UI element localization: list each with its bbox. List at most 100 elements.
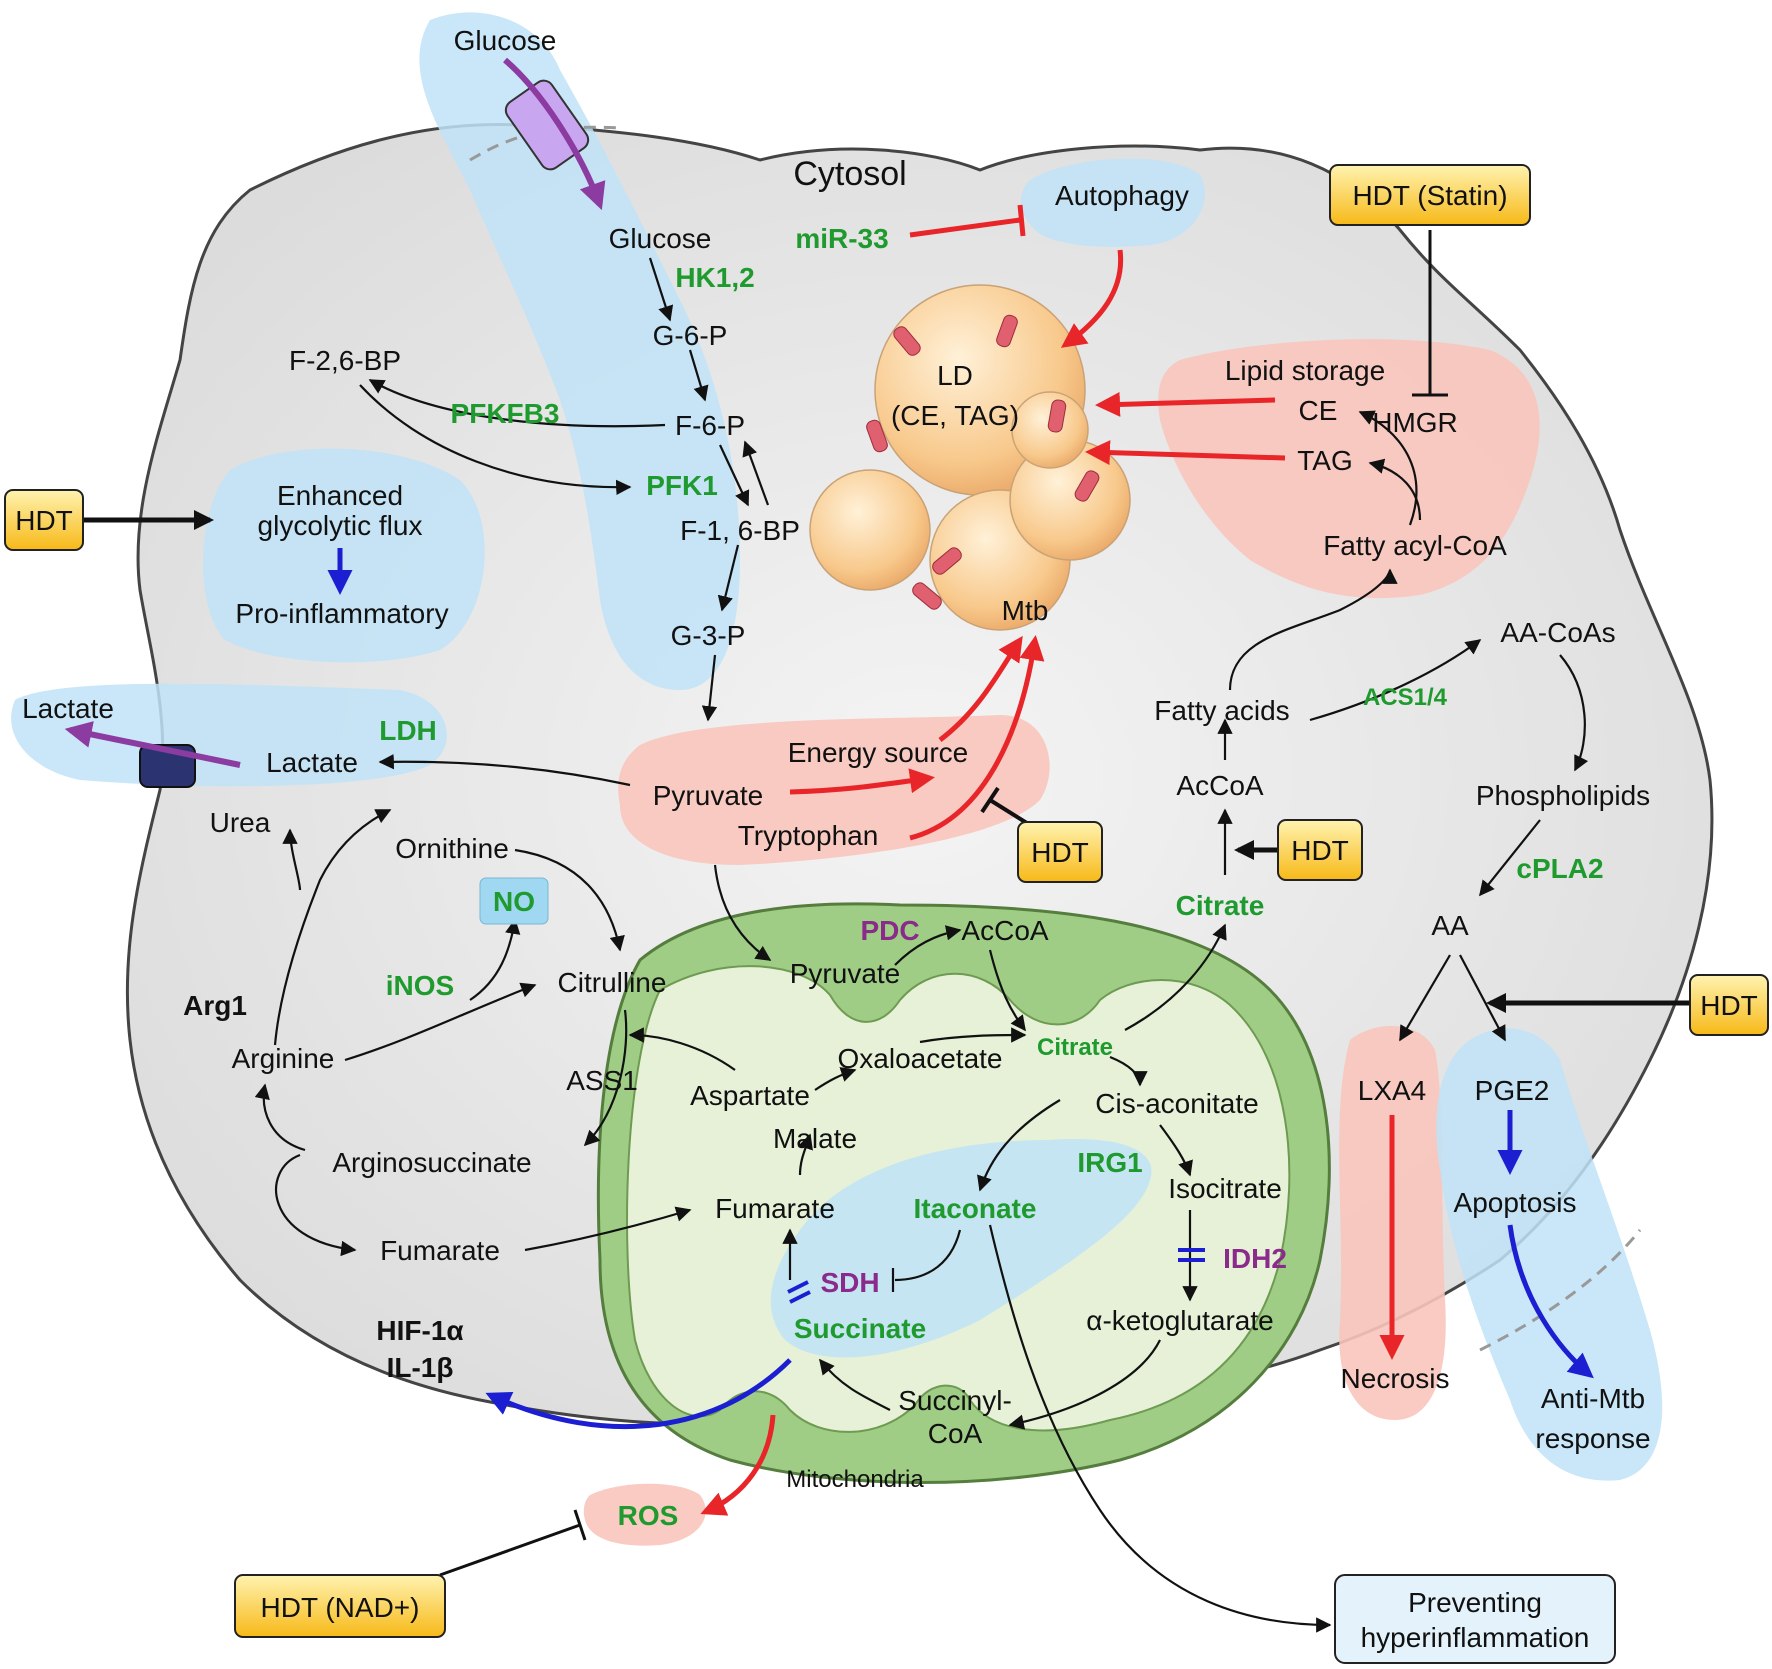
inhibit-itaconate-sdh xyxy=(894,1229,962,1282)
arrow-citrulline-arginosuccinate xyxy=(583,1009,628,1147)
arrow-pdc xyxy=(894,925,962,966)
hdt-citrate-label: HDT xyxy=(1291,835,1349,866)
arginine-label: Arginine xyxy=(232,1043,335,1074)
arrow-aa-pge2 xyxy=(1459,954,1506,1042)
g3p-label: G-3-P xyxy=(671,620,746,651)
ldh-enzyme-label: LDH xyxy=(379,715,437,746)
hdt-statin-box[interactable]: HDT (Statin) xyxy=(1329,164,1531,226)
arrow-oaa-citrate xyxy=(919,1027,1027,1044)
ld-line1: LD xyxy=(937,360,973,391)
irg1-enzyme-label: IRG1 xyxy=(1077,1147,1142,1178)
lipid-droplet xyxy=(809,469,931,591)
arrow-tag-ld xyxy=(1085,440,1286,466)
inhibit-bar-autophagy xyxy=(1017,204,1026,237)
arrow-succinate-ros xyxy=(700,1414,776,1516)
arrow-fa-aacoa xyxy=(1309,639,1482,722)
prevent-hyperinflammation-box[interactable]: Preventing hyperinflammation xyxy=(1334,1574,1616,1664)
glycolytic-flux-blob xyxy=(203,448,485,663)
ros-blob xyxy=(583,1483,706,1546)
inhibit-nad-ros xyxy=(439,1523,581,1577)
akg-label: α-ketoglutarate xyxy=(1086,1305,1273,1336)
mtb-label: Mtb xyxy=(1002,595,1049,626)
arrow-pyruvate-mitopyruvate xyxy=(713,864,772,961)
anti-mtb-line1: Anti-Mtb xyxy=(1541,1383,1645,1414)
prevent-line2: hyperinflammation xyxy=(1361,1622,1590,1653)
il1b-label: IL-1β xyxy=(387,1352,454,1383)
urea-label: Urea xyxy=(210,807,271,838)
arginosuccinate-label: Arginosuccinate xyxy=(332,1147,531,1178)
idh2-block-icon xyxy=(1178,1248,1205,1262)
f16bp-label: F-1, 6-BP xyxy=(680,515,800,546)
hdt-tryptophan-box[interactable]: HDT xyxy=(1017,821,1103,883)
arrow-f16bp-g3p xyxy=(717,544,740,612)
arrow-glucose-g6p xyxy=(648,257,674,322)
ornithine-label: Ornithine xyxy=(395,833,509,864)
inhibit-hdt-tryptophan xyxy=(988,798,1032,827)
fumarate-cytosol-label: Fumarate xyxy=(380,1235,500,1266)
cis-aconitate-label: Cis-aconitate xyxy=(1095,1088,1258,1119)
energy-source-label: Energy source xyxy=(788,737,969,768)
glycolytic-line2: glycolytic flux xyxy=(258,510,423,541)
lactate-blob xyxy=(11,683,447,787)
tag-label: TAG xyxy=(1297,445,1352,476)
succinate-label: Succinate xyxy=(794,1313,926,1344)
citrulline-label: Citrulline xyxy=(558,967,667,998)
isocitrate-label: Isocitrate xyxy=(1168,1173,1282,1204)
oxaloacetate-label: Oxaloacetate xyxy=(838,1043,1003,1074)
g6p-label: G-6-P xyxy=(653,320,728,351)
mir33-label: miR-33 xyxy=(795,223,888,254)
arrow-accoa-citrate xyxy=(988,949,1026,1032)
cpla2-enzyme-label: cPLA2 xyxy=(1516,853,1603,884)
ce-label: CE xyxy=(1299,395,1338,426)
hdt-aa-label: HDT xyxy=(1700,990,1758,1021)
accoa-cytosol-label: AcCoA xyxy=(1176,770,1263,801)
acs-enzyme-label: ACS1/4 xyxy=(1363,684,1448,711)
f6p-label: F-6-P xyxy=(675,410,745,441)
lactate-outside-label: Lactate xyxy=(22,693,114,724)
hdt-tryptophan-label: HDT xyxy=(1031,837,1089,868)
pge2-label: PGE2 xyxy=(1475,1075,1550,1106)
inos-enzyme-label: iNOS xyxy=(386,970,454,1001)
sdh-enzyme-label: SDH xyxy=(820,1267,879,1298)
glycolytic-line1: Enhanced xyxy=(277,480,403,511)
arrow-mitocitrate-citrate xyxy=(1124,923,1227,1031)
glucose-import-arrow xyxy=(503,57,606,211)
lipid-storage-label: Lipid storage xyxy=(1225,355,1385,386)
arrow-phospholipids-aa xyxy=(1479,819,1541,897)
arrow-itaconate-prevent xyxy=(988,1224,1332,1633)
lactate-inside-label: Lactate xyxy=(266,747,358,778)
arrow-f26bp-pfk1 xyxy=(359,384,632,496)
prevent-line1: Preventing xyxy=(1408,1587,1542,1618)
no-label: NO xyxy=(493,886,535,917)
hdt-nad-label: HDT (NAD+) xyxy=(261,1592,420,1623)
arrow-f16bp-f6p xyxy=(742,440,770,506)
arrow-energy-mtb xyxy=(938,635,1023,742)
arrow-cisaconitate-itaconate xyxy=(977,1099,1061,1192)
apoptosis-label: Apoptosis xyxy=(1454,1187,1577,1218)
hdt-left-box[interactable]: HDT xyxy=(4,489,84,551)
glycolysis-blob xyxy=(419,12,740,690)
hmgr-label: HMGR xyxy=(1372,407,1458,438)
hdt-left-label: HDT xyxy=(15,505,73,536)
arrow-fa-facoa xyxy=(1228,568,1398,691)
hk-enzyme-label: HK1,2 xyxy=(675,262,754,293)
arrow-succinylcoa-succinate xyxy=(819,1358,891,1411)
arrow-g3p-pyruvate xyxy=(701,654,718,722)
arrow-fumarate-malate xyxy=(798,1133,813,1176)
glucose-inside-label: Glucose xyxy=(609,223,712,254)
accoa-mito-label: AcCoA xyxy=(961,915,1048,946)
hdt-aa-box[interactable]: HDT xyxy=(1689,974,1769,1036)
autophagy-label: Autophagy xyxy=(1055,180,1189,211)
sdh-block-icon xyxy=(787,1280,811,1304)
arrow-facoa-ce xyxy=(1358,410,1418,526)
pfk1-enzyme-label: PFK1 xyxy=(646,470,718,501)
hdt-citrate-box[interactable]: HDT xyxy=(1277,819,1363,881)
anti-mtb-line2: response xyxy=(1535,1423,1650,1454)
ass1-label: ASS1 xyxy=(566,1065,638,1096)
arrow-g6p-f6p xyxy=(688,349,709,402)
citrate-mito-label: Citrate xyxy=(1037,1034,1113,1061)
arrow-autophagy-ld xyxy=(1060,249,1124,348)
hdt-nad-box[interactable]: HDT (NAD+) xyxy=(234,1574,446,1638)
arrow-ornithine-citrulline xyxy=(514,848,625,952)
